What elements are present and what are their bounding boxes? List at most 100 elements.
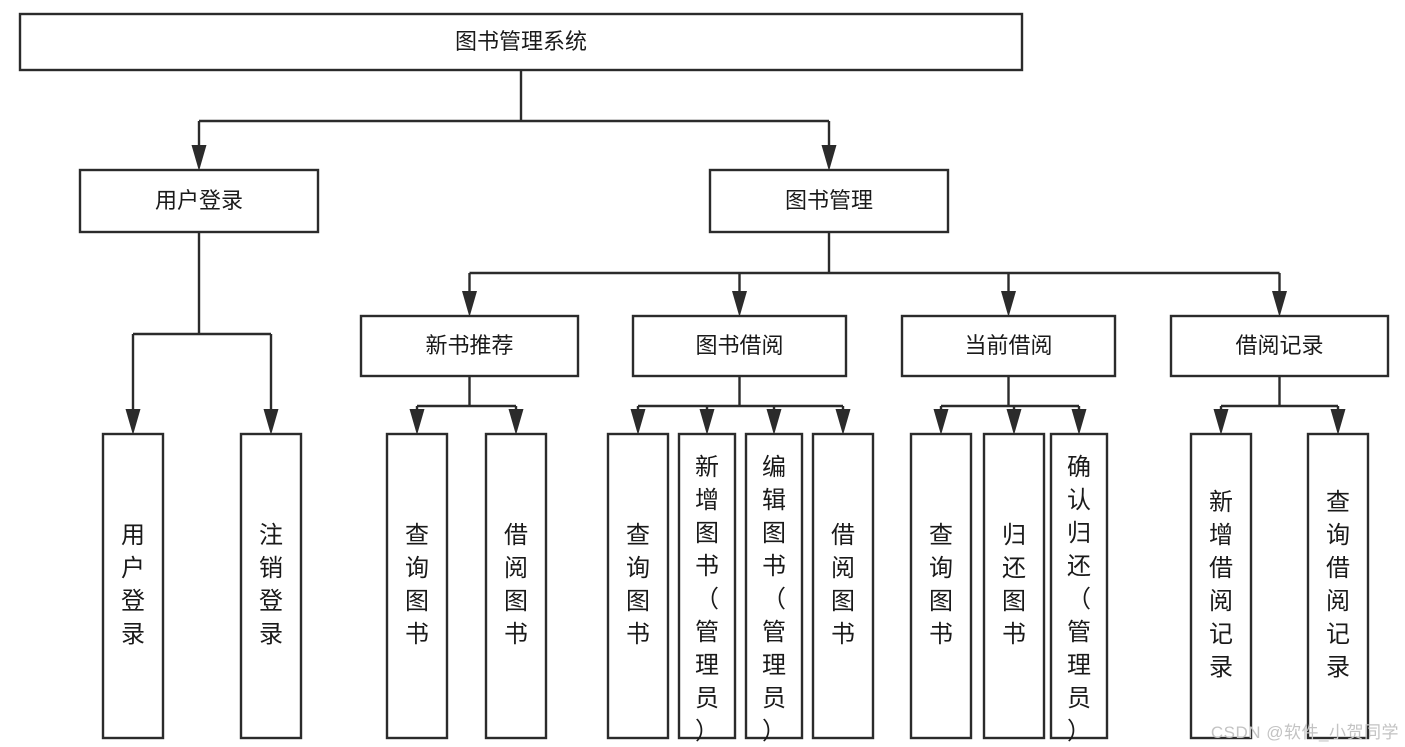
node-box <box>359 314 580 378</box>
node-label-char: 书 <box>626 621 650 648</box>
node-label-char: 阅 <box>831 555 855 582</box>
node-label-char: （ <box>762 586 786 613</box>
node-label-char: 图 <box>695 520 719 547</box>
node-box <box>900 314 1117 378</box>
node-label-char: 理 <box>1067 652 1091 679</box>
node-label-char: 用 <box>121 522 145 549</box>
node-label-char: 图 <box>929 588 953 615</box>
node-box <box>484 432 548 740</box>
node-label-char: ） <box>1067 718 1091 745</box>
node-label-char: 阅 <box>1326 588 1350 615</box>
node-label-char: 记 <box>1326 621 1350 648</box>
node-label-char: 书 <box>929 621 953 648</box>
node-label-char: 归 <box>1002 522 1026 549</box>
node-label-char: 录 <box>259 621 283 648</box>
node-box <box>708 168 950 234</box>
node-label-char: 询 <box>405 555 429 582</box>
group-book-management <box>462 232 1287 317</box>
node-box <box>631 314 848 378</box>
node-label-char: 理 <box>695 652 719 679</box>
node-box <box>811 432 875 740</box>
node-label-char: 录 <box>1209 654 1233 681</box>
node-label-char: 员 <box>1067 685 1091 712</box>
node-label-char: 注 <box>259 522 283 549</box>
node-layer: 图书管理系统用户登录图书管理新书推荐图书借阅当前借阅借阅记录用户登录注销登录查询… <box>18 12 1390 745</box>
node-label-char: 阅 <box>1209 588 1233 615</box>
node-box <box>677 432 737 740</box>
node-label: 新书推荐 <box>425 333 513 358</box>
group-root <box>191 70 837 171</box>
group-book-borrow <box>630 376 851 435</box>
node-l4_0[interactable]: 用户登录 <box>101 432 165 740</box>
node-label-char: 录 <box>1326 654 1350 681</box>
node-label-char: 书 <box>504 621 528 648</box>
csdn-watermark: CSDN @软件_小贺同学 <box>1210 723 1399 742</box>
node-label-char: 书 <box>831 621 855 648</box>
node-label-char: 图 <box>405 588 429 615</box>
node-label-char: 借 <box>1326 555 1350 582</box>
node-label-char: 管 <box>695 619 719 646</box>
node-l3_3[interactable]: 借阅记录 <box>1169 314 1390 378</box>
node-label: 图书管理 <box>785 188 873 213</box>
node-label-char: 图 <box>762 520 786 547</box>
node-label-char: （ <box>1067 586 1091 613</box>
node-label-char: 员 <box>695 685 719 712</box>
node-box <box>18 12 1024 72</box>
node-label-char: 理 <box>762 652 786 679</box>
node-box <box>101 432 165 740</box>
node-label-char: 图 <box>1002 588 1026 615</box>
node-label-char: 询 <box>929 555 953 582</box>
node-l3_2[interactable]: 当前借阅 <box>900 314 1117 378</box>
node-box <box>1306 432 1370 740</box>
node-label-char: 登 <box>259 588 283 615</box>
node-label-char: 还 <box>1002 555 1026 582</box>
node-label-char: 录 <box>121 621 145 648</box>
node-label-char: 增 <box>1209 522 1233 549</box>
node-label-char: 询 <box>626 555 650 582</box>
node-label-char: 查 <box>1326 489 1350 516</box>
node-label-char: 询 <box>1326 522 1350 549</box>
node-label-char: 借 <box>1209 555 1233 582</box>
group-user-login <box>125 232 279 435</box>
node-label: 借阅记录 <box>1235 333 1323 358</box>
node-label-char: 员 <box>762 685 786 712</box>
node-label-char: 查 <box>626 522 650 549</box>
node-label-char: 登 <box>121 588 145 615</box>
node-box <box>909 432 973 740</box>
node-label-char: 管 <box>762 619 786 646</box>
node-label-char: ） <box>695 718 719 745</box>
node-label-char: 辑 <box>762 487 786 514</box>
node-box <box>78 168 320 234</box>
node-l2_1[interactable]: 图书管理 <box>708 168 950 234</box>
node-label: 当前借阅 <box>964 333 1052 358</box>
node-label-char: 新 <box>695 454 719 481</box>
node-label-char: 书 <box>762 553 786 580</box>
node-box <box>982 432 1046 740</box>
node-label-char: 编 <box>762 454 786 481</box>
node-label-char: 查 <box>405 522 429 549</box>
node-root[interactable]: 图书管理系统 <box>18 12 1024 72</box>
node-label-char: 增 <box>695 487 719 514</box>
node-l3_1[interactable]: 图书借阅 <box>631 314 848 378</box>
node-l2_0[interactable]: 用户登录 <box>78 168 320 234</box>
group-current-borrow <box>933 376 1087 435</box>
node-label-char: 书 <box>1002 621 1026 648</box>
node-box <box>385 432 449 740</box>
node-label: 图书借阅 <box>695 333 783 358</box>
node-l3_0[interactable]: 新书推荐 <box>359 314 580 378</box>
group-borrow-records <box>1213 376 1346 435</box>
node-label-char: 户 <box>121 555 145 582</box>
